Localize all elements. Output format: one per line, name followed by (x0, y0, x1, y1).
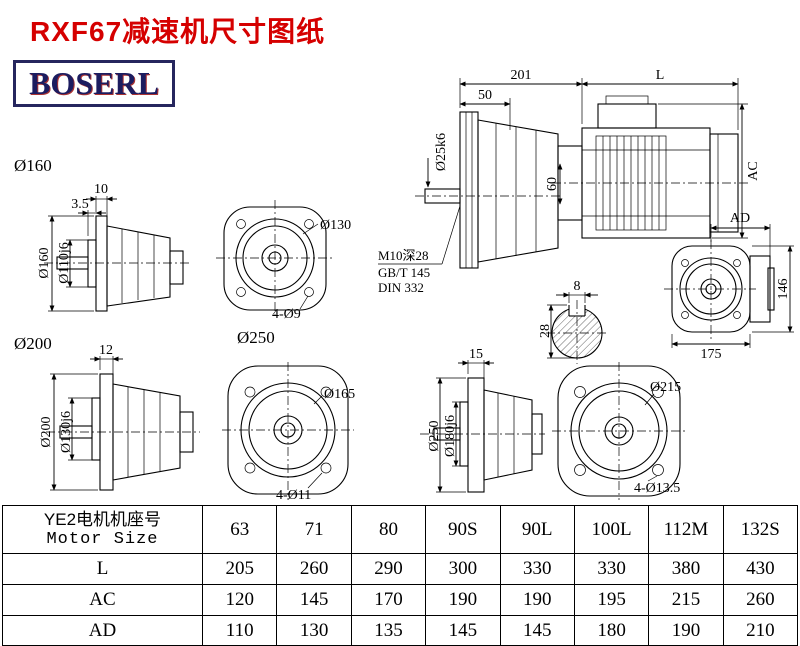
value-cell: 210 (723, 616, 798, 646)
value-cell: 290 (351, 554, 427, 585)
view-200-front: Ø165 4-Ø11 (222, 362, 355, 503)
dim-4d11-label: 4-Ø11 (276, 488, 311, 503)
dim-15-label: 15 (469, 347, 483, 362)
dim-d165-label: Ø165 (324, 387, 355, 402)
dim-ac-label: AC (746, 161, 761, 180)
dim-d130-label: Ø130 (320, 218, 351, 233)
flange-outline-160 (223, 206, 327, 311)
value-cell: 380 (649, 554, 724, 585)
view-200-side: 12 Ø200 Ø130j6 (39, 343, 200, 491)
dim-60-label: 60 (545, 177, 560, 191)
dim-4d13-5-label: 4-Ø13.5 (634, 481, 680, 496)
dimension-table: YE2电机机座号 Motor Size 63 71 80 90S 90L 100… (2, 505, 798, 646)
brand-logo: BOSERL (13, 60, 175, 107)
motor-size-cell: 80 (351, 506, 427, 554)
dim-key-width-label: 8 (574, 279, 581, 294)
brand-logo-text: BOSERL (29, 65, 159, 101)
row-label-cell: AC (3, 585, 203, 616)
fan-cover (709, 133, 739, 233)
dim-d215-label: Ø215 (650, 380, 681, 395)
motor-size-cell: 90L (500, 506, 575, 554)
motor-header-en: Motor Size (46, 529, 159, 549)
note-din-label: DIN 332 (378, 280, 424, 295)
dim-ad-label: AD (730, 211, 750, 226)
group-label-250: Ø250 (237, 328, 275, 347)
technical-drawing: 201 L 50 Ø25k6 60 AC M10深28 GB/T 145 DIN… (37, 68, 794, 503)
view-160-side: 10 3.5 Ø160 Ø110j6 (37, 182, 190, 312)
dim-50-label: 50 (478, 88, 492, 103)
page-title: RXF67减速机尺寸图纸 (30, 16, 326, 47)
group-label-160: Ø160 (14, 156, 52, 175)
dim-d250-label: Ø250 (427, 420, 442, 451)
value-cell: 135 (351, 616, 427, 646)
value-cell: 330 (574, 554, 650, 585)
shaft-keyway-section: 8 28 (538, 279, 608, 364)
view-160-front: Ø130 4-Ø9 (216, 200, 351, 322)
dim-3-5-label: 3.5 (71, 197, 89, 212)
motor-size-cell: 112M (649, 506, 724, 554)
terminal-box (597, 103, 657, 129)
dim-shaft-diameter-label: Ø25k6 (434, 133, 449, 171)
motor-size-header-cell: YE2电机机座号 Motor Size (3, 506, 203, 554)
flange-outline-250 (557, 365, 681, 497)
dim-10-label: 10 (94, 182, 108, 197)
value-cell: 145 (426, 616, 501, 646)
value-cell: 130 (277, 616, 352, 646)
motor-size-cell: 71 (277, 506, 352, 554)
note-gbt-label: GB/T 145 (378, 265, 430, 280)
value-cell: 430 (723, 554, 798, 585)
motor-size-cell: 132S (723, 506, 798, 554)
dim-d200-label: Ø200 (39, 416, 54, 447)
mounting-flange (459, 111, 479, 269)
value-cell: 300 (426, 554, 501, 585)
view-250-front: Ø215 4-Ø13.5 (552, 362, 686, 500)
motor-header-cn: YE2电机机座号 (43, 509, 162, 529)
value-cell: 145 (277, 585, 352, 616)
dim-175-label: 175 (701, 347, 722, 362)
flange-outline-200 (227, 365, 349, 495)
assembly-drawing: 201 L 50 Ø25k6 60 AC (415, 68, 761, 269)
dim-146-label: 146 (776, 279, 791, 300)
thread-notes: M10深28 GB/T 145 DIN 332 (378, 205, 461, 295)
dim-l-label: L (656, 68, 665, 83)
value-cell: 260 (277, 554, 352, 585)
dim-d130j6-label: Ø130j6 (59, 411, 74, 453)
dim-key-depth-label: 28 (538, 324, 553, 338)
dim-d180j6-label: Ø180j6 (443, 415, 458, 457)
value-cell: 120 (203, 585, 278, 616)
dim-201-label: 201 (511, 68, 532, 83)
value-cell: 190 (500, 585, 575, 616)
value-cell: 190 (649, 616, 724, 646)
value-cell: 180 (574, 616, 650, 646)
rear-motor-silhouette (749, 255, 771, 323)
view-250-side: 15 Ø250 Ø180j6 (420, 347, 545, 493)
row-label-cell: AD (3, 616, 203, 646)
value-cell: 110 (203, 616, 278, 646)
note-tap-label: M10深28 (378, 248, 429, 263)
dim-d110-label: Ø110j6 (57, 242, 72, 283)
value-cell: 190 (426, 585, 501, 616)
flange-250 (467, 377, 485, 493)
value-cell: 145 (500, 616, 575, 646)
dim-12-label: 12 (99, 343, 113, 358)
flange-160 (95, 215, 108, 312)
value-cell: 195 (574, 585, 650, 616)
dim-d160-label: Ø160 (37, 247, 52, 278)
motor-size-cell: 90S (426, 506, 501, 554)
dim-4d9-label: 4-Ø9 (272, 307, 301, 322)
value-cell: 260 (723, 585, 798, 616)
motor-size-cell: 100L (574, 506, 650, 554)
rear-view-drawing: AD 146 175 (664, 211, 794, 362)
group-label-200: Ø200 (14, 334, 52, 353)
row-label-cell: L (3, 554, 203, 585)
value-cell: 330 (500, 554, 575, 585)
gear-housing (477, 119, 559, 263)
motor-size-cell: 63 (203, 506, 278, 554)
value-cell: 205 (203, 554, 278, 585)
value-cell: 170 (351, 585, 427, 616)
value-cell: 215 (649, 585, 724, 616)
